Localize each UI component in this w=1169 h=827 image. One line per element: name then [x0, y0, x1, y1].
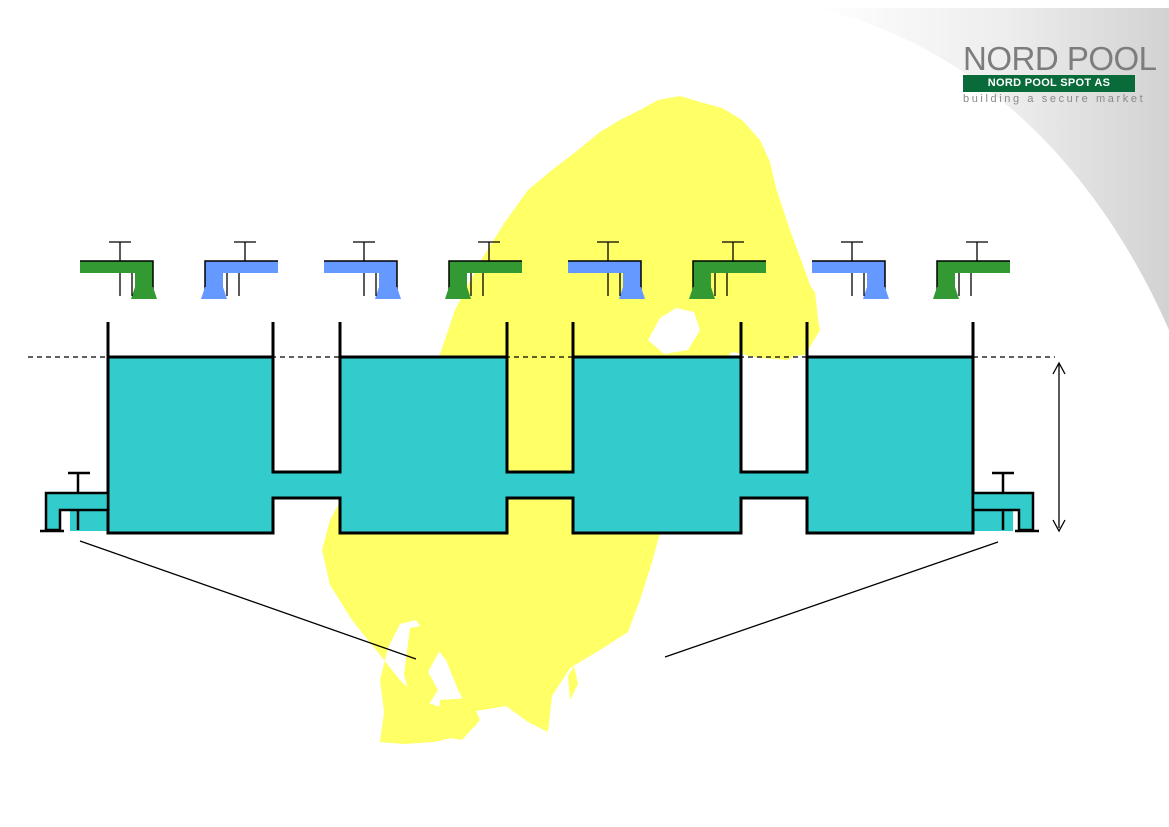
- logo-tagline: building a secure market: [963, 93, 1146, 105]
- faucet-green-icon: [933, 241, 1010, 299]
- left-outlet-tap-icon: [40, 471, 110, 533]
- scandinavia-map: [322, 96, 820, 744]
- tank-outline: [106, 322, 975, 535]
- denmark-land: [404, 624, 440, 712]
- scandinavia-landmass: [322, 96, 818, 744]
- faucet-blue-icon: [201, 241, 278, 299]
- nord-pool-logo: NORD POOL NORD POOL SPOT AS building a s…: [963, 40, 1157, 106]
- right-perspective-line: [664, 541, 999, 658]
- reservoir-water: [70, 357, 1013, 533]
- level-double-arrow-icon: [1052, 361, 1066, 533]
- faucet-row: [80, 241, 1010, 299]
- left-perspective-line: [79, 540, 417, 660]
- faucet-green-icon: [80, 241, 157, 299]
- finland-land: [700, 140, 820, 358]
- logo-title: NORD POOL: [963, 40, 1157, 77]
- danish-islands: [438, 698, 480, 740]
- right-outlet-tap-icon: [971, 471, 1039, 533]
- logo-band: NORD POOL SPOT AS: [963, 75, 1135, 92]
- gotland-island: [612, 600, 632, 636]
- faucet-blue-icon: [568, 241, 645, 299]
- faucet-green-icon: [445, 241, 522, 299]
- faucet-blue-icon: [812, 241, 889, 299]
- faucet-blue-icon: [324, 241, 401, 299]
- faucet-green-icon: [689, 241, 766, 299]
- oland-island: [568, 666, 578, 700]
- bothnia-lake: [648, 308, 700, 354]
